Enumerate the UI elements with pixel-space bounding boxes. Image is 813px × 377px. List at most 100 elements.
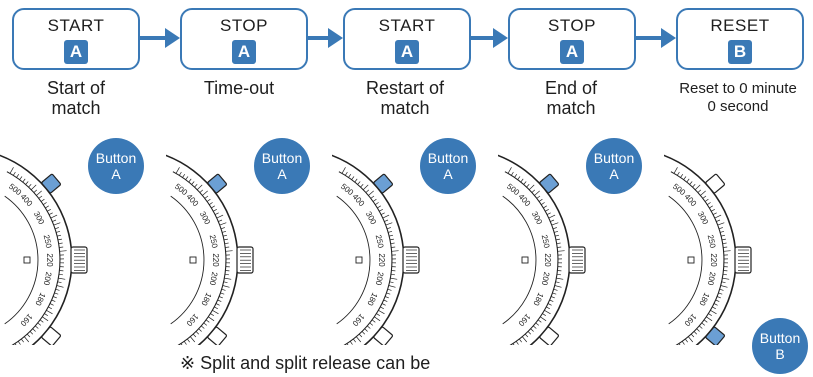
tick-mark [212,309,219,315]
tick-mark [388,230,393,233]
tick-mark [360,183,364,188]
dial-number: 200 [540,271,552,286]
tick-mark [223,238,228,241]
step-caption: End of match [496,78,646,118]
step-box-start: START A [12,8,140,70]
tick-mark [546,306,550,310]
tick-mark [195,331,200,335]
tick-mark [693,331,698,335]
arrow-right-icon [308,28,343,48]
tick-mark [222,230,227,233]
step-label: STOP [220,16,268,35]
tick-mark [223,281,228,284]
hour-marker [189,256,197,264]
tick-mark [694,184,701,191]
button-b-pusher-icon [539,326,560,345]
tick-mark [57,234,62,237]
tick-mark [17,341,21,345]
tick-mark [217,299,222,302]
dial-number: 200 [374,271,386,286]
tick-mark [700,190,706,196]
tick-mark [709,205,713,209]
tick-mark [58,242,63,245]
tick-mark [717,222,725,226]
tick-mark [40,198,45,202]
tick-mark [203,322,208,326]
tick-mark [514,173,518,178]
tick-mark [721,238,726,241]
tick-mark [554,285,562,288]
tick-mark [225,250,233,252]
tick-mark [722,273,727,276]
tick-mark [345,171,348,176]
dial-number: 300 [530,210,544,226]
tick-mark [199,189,204,193]
tick-mark [191,181,195,185]
footnote: ※ Split and split release can be [180,353,431,373]
tick-mark [555,238,560,241]
tick-mark [208,316,215,322]
tick-mark [689,181,693,185]
tick-mark [723,246,728,248]
tick-mark [523,181,527,185]
tick-mark [38,195,43,199]
tick-mark [688,336,694,343]
tick-mark [381,303,386,306]
tick-mark [50,214,58,219]
tick-mark [718,292,723,295]
tick-mark [389,238,394,241]
arrow-right-icon [471,28,508,48]
button-a-key: A [232,40,256,64]
tick-mark [555,281,560,284]
tick-mark [543,205,547,209]
bezel-inner-ring [670,171,725,345]
tick-mark [382,214,390,219]
tick-mark [205,319,210,323]
dial-number: 220 [709,253,718,267]
tick-mark [179,171,182,176]
hour-marker [687,256,695,264]
tick-mark [42,316,49,322]
tick-mark [721,281,726,284]
tick-mark [531,189,536,193]
tick-mark [14,343,17,345]
tick-mark [546,212,551,215]
tick-mark [211,205,215,209]
step-label: STOP [548,16,596,35]
dial-number: 180 [33,291,47,307]
tick-mark [556,277,564,280]
tick-mark [49,303,54,306]
button-a-pusher-icon [41,173,62,194]
tick-mark [30,184,37,191]
tick-mark [56,285,64,288]
bezel-inner-ring [504,171,559,345]
tick-mark [522,336,528,343]
button-b-pusher-icon [373,326,394,345]
tick-mark [383,299,388,302]
dial-number: 180 [365,291,379,307]
step-label: START [47,16,105,35]
dial-number: 160 [184,312,200,328]
tick-mark [370,195,375,199]
dial-number: 400 [185,192,201,208]
tick-mark [377,205,381,209]
bezel-inner-ring [6,171,61,345]
tick-mark [517,176,521,180]
tick-mark [369,322,374,326]
tick-mark [714,214,722,219]
tick-mark [703,319,708,323]
tick-mark [677,171,680,176]
tick-mark [354,178,358,183]
tick-mark [710,309,717,315]
tick-mark [542,313,546,316]
tick-mark [535,322,540,326]
tick-mark [541,202,545,205]
tick-mark [378,309,385,315]
tick-mark [721,234,726,237]
tick-mark [218,296,223,299]
tick-mark [678,343,681,345]
tick-mark [22,178,26,183]
